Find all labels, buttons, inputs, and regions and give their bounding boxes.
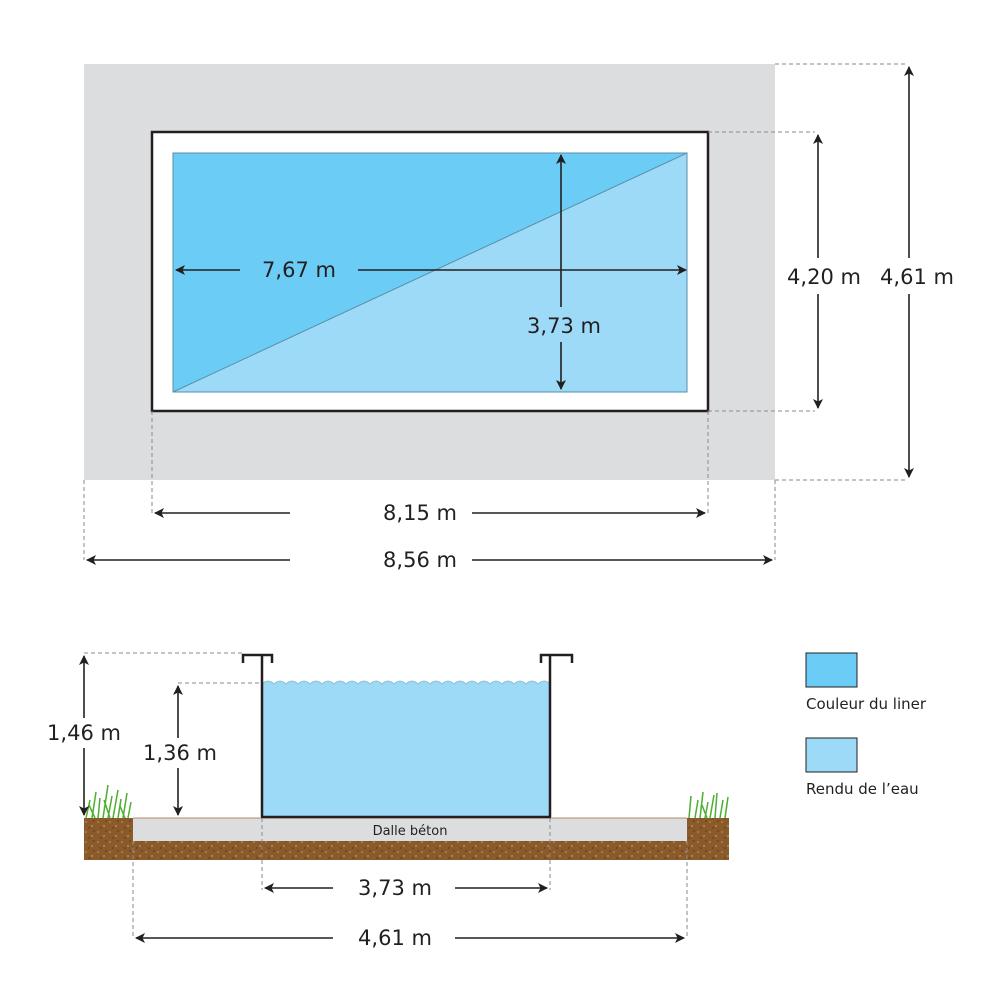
water-render-triangle (172, 152, 688, 393)
total-height-side-label: 1,46 m (47, 721, 121, 745)
grass-left-icon (85, 784, 132, 819)
pool-water (261, 680, 551, 818)
side-view: Dalle béton 1,46 m 1,36 m (47, 652, 729, 950)
frame-height-label: 4,20 m (787, 265, 861, 289)
slab-width-label: 4,61 m (358, 926, 432, 950)
pool-length-label: 7,67 m (262, 258, 336, 282)
pool-width-label: 3,73 m (527, 314, 601, 338)
legend-swatch-water (805, 737, 858, 773)
legend-label-liner: Couleur du liner (806, 695, 927, 713)
water-height-label: 1,36 m (143, 741, 217, 765)
concrete-slab (133, 818, 687, 841)
legend-swatch-liner (805, 652, 858, 688)
top-view: 7,67 m 3,73 m 4,20 m 4,61 m 8,15 m 8,56 … (83, 63, 954, 572)
pool-width-side-label: 3,73 m (358, 876, 432, 900)
legend-label-water: Rendu de l’eau (806, 780, 919, 798)
total-height-label: 4,61 m (880, 265, 954, 289)
legend: Couleur du liner Rendu de l’eau (805, 652, 927, 798)
pool-wall-left (241, 653, 274, 817)
pool-wall-right (539, 653, 574, 817)
total-length-label: 8,56 m (383, 548, 457, 572)
frame-length-label: 8,15 m (383, 501, 457, 525)
slab-label: Dalle béton (373, 824, 448, 839)
grass-right-icon (688, 791, 729, 819)
